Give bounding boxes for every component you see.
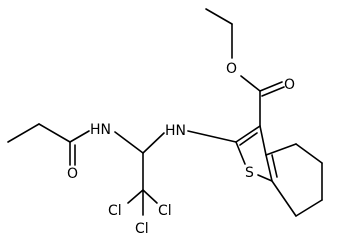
atom-amide-nh: HN [90, 122, 111, 138]
bond-ether-o-carbonyl-c [240, 75, 261, 92]
bond-amide-c-ch2 [38, 123, 71, 143]
bond-nh-ch [142, 132, 165, 154]
bond-c3-c2-a [235, 125, 261, 143]
atom-amide-h: H [90, 122, 101, 138]
atom-amide-carbonyl-oxygen: O [67, 166, 78, 182]
atom-amine-h: H [165, 123, 176, 139]
bond-c3a-c4 [265, 143, 297, 156]
atom-chlorine-left: Cl [108, 203, 122, 219]
bond-ester-c-o-double-1 [259, 81, 283, 92]
bond-c3a-c7a-a [265, 154, 273, 182]
atom-chlorine-right: Cl [158, 203, 172, 219]
bond-c3-c2-b [239, 132, 258, 146]
bond-c3-c3a [259, 125, 267, 156]
bond-ethyl-ch3 [205, 8, 233, 25]
atom-amine-nh: HN [165, 123, 186, 139]
atom-ester-carbonyl-oxygen: O [284, 77, 295, 93]
atom-labels: O O HN HN S O Cl Cl Cl [67, 61, 295, 237]
bond-c6-c7 [295, 199, 323, 217]
bonds [7, 8, 323, 217]
atom-amide-n: N [101, 122, 111, 138]
bond-c3a-c7a-b [271, 154, 278, 178]
bond-amide-nh-c [69, 130, 90, 143]
bond-c2-s [235, 141, 246, 165]
bond-ch-amide-nh [114, 131, 144, 154]
bond-c-cl-right [142, 189, 158, 204]
atom-amine-n: N [176, 123, 186, 139]
atom-sulfur: S [245, 165, 254, 181]
bond-c7-c7a [271, 180, 297, 217]
bond-ester-c-o-double-2 [261, 86, 285, 97]
atom-chlorine-bottom: Cl [135, 221, 149, 237]
bond-c-cl-left [127, 189, 144, 204]
bond-c2-nh [187, 130, 237, 143]
atom-ether-oxygen: O [226, 61, 237, 77]
bond-c4-c5 [295, 143, 323, 164]
bond-ch2-ch3 [7, 123, 40, 143]
bond-s-c7a [257, 174, 273, 182]
